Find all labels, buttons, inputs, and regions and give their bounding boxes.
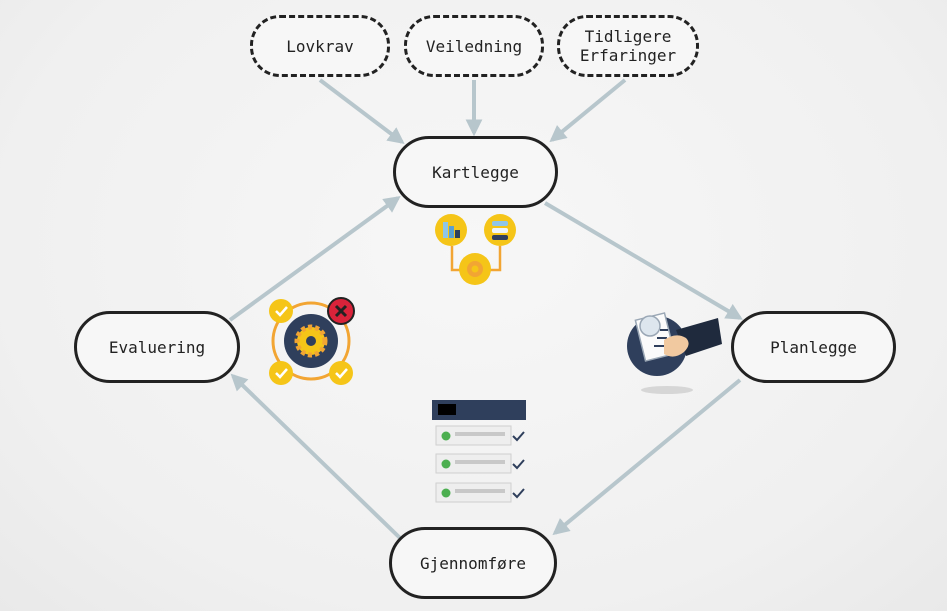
- node-planlegge: Planlegge: [731, 311, 896, 383]
- input-label-tidligere-erfaringer: Tidligere Erfaringer: [579, 27, 677, 65]
- node-label-kartlegge: Kartlegge: [432, 162, 519, 182]
- node-gjennomfore: Gjennomføre: [389, 527, 557, 599]
- input-label-veiledning: Veiledning: [425, 36, 523, 56]
- input-label-lovkrav: Lovkrav: [286, 36, 354, 56]
- input-node-lovkrav: Lovkrav: [250, 15, 390, 77]
- node-label-evaluering: Evaluering: [108, 337, 206, 357]
- arrow-gjennomfore-to-evaluering: [230, 373, 402, 540]
- task-list-icon: [432, 400, 526, 503]
- arrow-erfaringer-to-kartlegge: [549, 78, 627, 143]
- process-flow-icon: [435, 214, 516, 285]
- arrow-planlegge-to-gjennomfore: [552, 378, 742, 536]
- checklist-hand-icon: [627, 312, 722, 394]
- node-kartlegge: Kartlegge: [393, 136, 558, 208]
- arrow-evaluering-to-kartlegge: [228, 196, 401, 322]
- input-node-veiledning: Veiledning: [404, 15, 544, 77]
- node-label-gjennomfore: Gjennomføre: [420, 553, 526, 573]
- node-evaluering: Evaluering: [74, 311, 240, 383]
- arrow-kartlegge-to-planlegge: [543, 201, 743, 320]
- node-label-planlegge: Planlegge: [770, 337, 857, 357]
- arrow-lovkrav-to-kartlegge: [318, 78, 405, 145]
- gear-cycle-icon: [269, 297, 355, 385]
- input-node-tidligere-erfaringer: Tidligere Erfaringer: [557, 15, 699, 77]
